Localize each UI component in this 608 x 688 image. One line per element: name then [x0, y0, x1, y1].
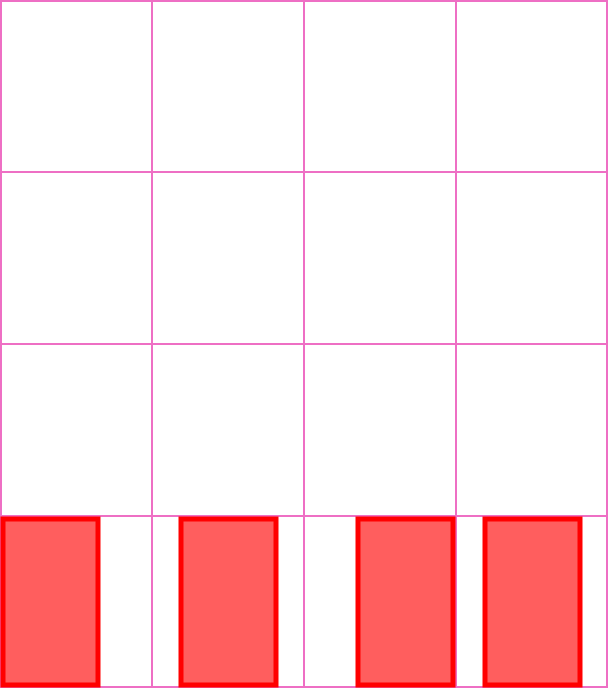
- game-block[interactable]: [355, 516, 456, 688]
- game-block[interactable]: [482, 516, 583, 688]
- game-blocks: [0, 516, 583, 688]
- game-block[interactable]: [178, 516, 279, 688]
- game-block[interactable]: [0, 516, 101, 688]
